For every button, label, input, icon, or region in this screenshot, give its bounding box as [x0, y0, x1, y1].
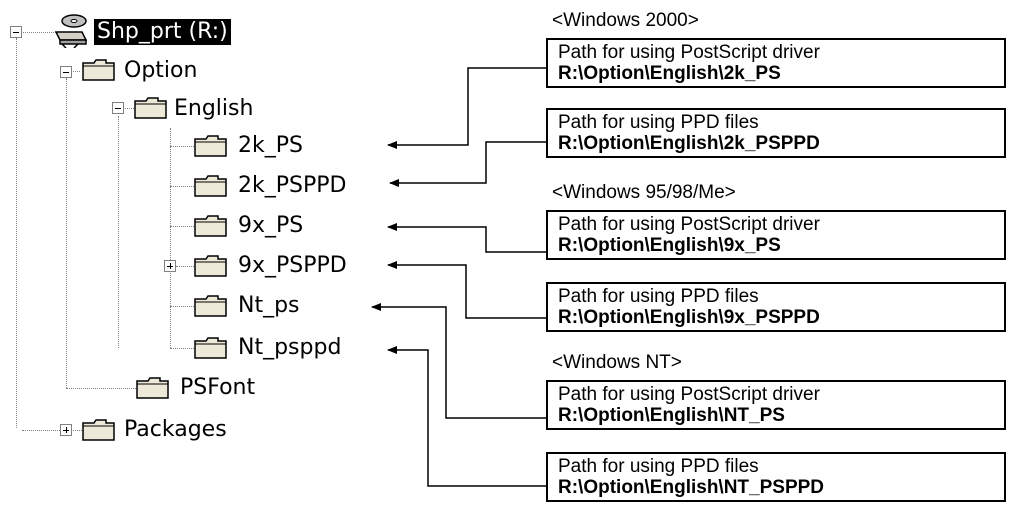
- section-header-windows-nt: <Windows NT>: [552, 352, 682, 373]
- arrow-2k-psppd: [389, 141, 546, 187]
- path-box-9x-ps: Path for using PostScript driver R:\Opti…: [546, 210, 1006, 260]
- folder-icon: [134, 97, 167, 119]
- path-box-2k-psppd: Path for using PPD files R:\Option\Engli…: [546, 108, 1006, 158]
- section-header-windows-2000: <Windows 2000>: [552, 10, 699, 31]
- tree-item-psfont[interactable]: PSFont: [180, 375, 256, 400]
- tree-item-2k-ps[interactable]: 2k_PS: [238, 133, 303, 158]
- folder-icon: [194, 337, 227, 359]
- path-description: Path for using PostScript driver: [558, 42, 820, 63]
- path-box-2k-ps: Path for using PostScript driver R:\Opti…: [546, 38, 1006, 88]
- tree-line: [170, 186, 194, 187]
- tree-line: [170, 306, 194, 307]
- collapse-icon[interactable]: [60, 66, 72, 78]
- tree-line: [66, 78, 67, 388]
- arrow-2k-ps: [387, 67, 546, 149]
- folder-icon: [82, 419, 115, 441]
- tree-item-option[interactable]: Option: [124, 58, 198, 83]
- tree-item-nt-psppd[interactable]: Nt_psppd: [238, 335, 342, 360]
- tree-line: [120, 108, 134, 109]
- path-box-nt-ps: Path for using PostScript driver R:\Opti…: [546, 380, 1006, 430]
- tree-item-nt-ps[interactable]: Nt_ps: [238, 293, 300, 318]
- folder-icon: [194, 215, 227, 237]
- path-description: Path for using PostScript driver: [558, 214, 820, 235]
- tree-line: [170, 348, 194, 349]
- arrow-9x-ps: [387, 223, 546, 253]
- folder-icon: [194, 135, 227, 157]
- tree-item-english[interactable]: English: [174, 96, 254, 121]
- arrow-nt-psppd: [387, 346, 546, 487]
- folder-icon: [194, 175, 227, 197]
- expand-icon[interactable]: [164, 260, 176, 272]
- collapse-icon[interactable]: [112, 102, 124, 114]
- arrow-nt-ps: [371, 303, 546, 419]
- path-value: R:\Option\English\2k_PSPPD: [558, 133, 820, 154]
- network-drive-icon: [54, 14, 88, 48]
- path-description: Path for using PPD files: [558, 112, 759, 133]
- tree-line: [16, 38, 17, 428]
- arrow-9x-psppd: [387, 261, 546, 319]
- path-value: R:\Option\English\9x_PSPPD: [558, 307, 820, 328]
- tree-item-drive[interactable]: Shp_prt (R:): [93, 18, 232, 46]
- path-value: R:\Option\English\NT_PS: [558, 405, 785, 426]
- folder-icon: [82, 59, 115, 81]
- path-value: R:\Option\English\NT_PSPPD: [558, 477, 825, 498]
- path-box-9x-psppd: Path for using PPD files R:\Option\Engli…: [546, 282, 1006, 332]
- tree-line: [22, 430, 82, 431]
- tree-item-9x-ps[interactable]: 9x_PS: [238, 213, 304, 238]
- tree-line: [16, 32, 60, 33]
- folder-icon: [194, 295, 227, 317]
- folder-icon: [194, 255, 227, 277]
- tree-item-2k-psppd[interactable]: 2k_PSPPD: [238, 173, 347, 198]
- expand-icon[interactable]: [60, 424, 72, 436]
- tree-item-9x-psppd[interactable]: 9x_PSPPD: [238, 253, 347, 278]
- tree-line: [170, 226, 194, 227]
- tree-line: [170, 146, 194, 147]
- path-value: R:\Option\English\2k_PS: [558, 63, 781, 84]
- tree-item-packages[interactable]: Packages: [124, 417, 227, 442]
- collapse-icon[interactable]: [10, 26, 22, 38]
- folder-icon: [136, 377, 169, 399]
- tree-line: [68, 71, 80, 72]
- tree-line: [170, 128, 171, 348]
- section-header-windows-9x: <Windows 95/98/Me>: [552, 182, 736, 203]
- path-description: Path for using PPD files: [558, 286, 759, 307]
- path-description: Path for using PostScript driver: [558, 384, 820, 405]
- tree-line: [66, 388, 136, 389]
- path-box-nt-psppd: Path for using PPD files R:\Option\Engli…: [546, 452, 1006, 502]
- tree-line: [118, 116, 119, 348]
- path-description: Path for using PPD files: [558, 456, 759, 477]
- path-value: R:\Option\English\9x_PS: [558, 235, 781, 256]
- tree-line: [176, 266, 194, 267]
